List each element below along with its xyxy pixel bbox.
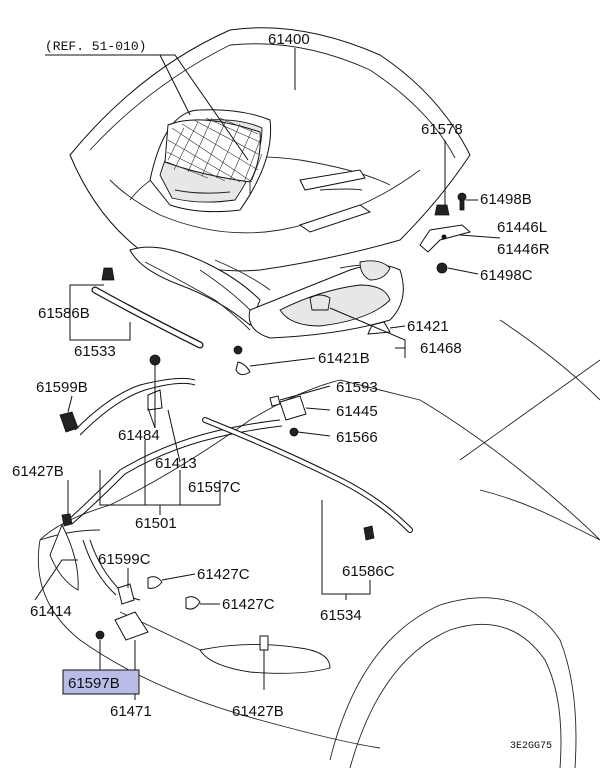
- seal-61534: [202, 417, 413, 533]
- label-61446l: 61446L: [497, 219, 547, 236]
- label-61471: 61471: [110, 703, 152, 720]
- label-61597b[interactable]: 61597B: [68, 675, 120, 692]
- clip-61586c: [363, 525, 375, 541]
- label-61498b: 61498B: [480, 191, 532, 208]
- clip-61427b-left: [61, 513, 73, 527]
- label-61578: 61578: [421, 121, 463, 138]
- label-61413: 61413: [155, 455, 197, 472]
- release-cable-61501: [67, 377, 283, 601]
- hood-bumper-61578: [434, 204, 450, 216]
- label-61501: 61501: [135, 515, 177, 532]
- leader-lines: [34, 48, 501, 700]
- label-61427b-bottom: 61427B: [232, 703, 284, 720]
- label-61484: 61484: [118, 427, 160, 444]
- clip-61427c-upper: [147, 576, 163, 589]
- label-61414: 61414: [30, 603, 72, 620]
- label-61534: 61534: [320, 607, 362, 624]
- part-labels: (REF. 51-010) 61400 61578 61498B 61446L …: [12, 31, 552, 752]
- highlighted-part-61597b[interactable]: 61597B: [62, 669, 140, 695]
- label-61599b: 61599B: [36, 379, 88, 396]
- label-61498c: 61498C: [480, 267, 533, 284]
- label-61533: 61533: [74, 343, 116, 360]
- weatherstrip-61533: [91, 286, 204, 349]
- clip-61586b: [101, 267, 115, 281]
- label-61446r: 61446R: [497, 241, 550, 258]
- clip-61427b-bottom: [259, 635, 269, 651]
- hood-panel: [69, 27, 471, 339]
- hood-latch-61445: [269, 395, 307, 437]
- hood-hinge-61446: [419, 224, 472, 253]
- label-61586c: 61586C: [342, 563, 395, 580]
- label-61427c-upper: 61427C: [197, 566, 250, 583]
- label-61593: 61593: [336, 379, 378, 396]
- hood-mesh-grille: [164, 117, 263, 183]
- clip-61599b: [59, 411, 79, 433]
- label-61566: 61566: [336, 429, 378, 446]
- figure-code: 3E2GG75: [510, 741, 552, 752]
- label-61468: 61468: [420, 340, 462, 357]
- label-61400: 61400: [268, 31, 310, 48]
- car-body-outline: [37, 319, 601, 768]
- label-61421: 61421: [407, 318, 449, 335]
- bolt-61498b: [457, 192, 467, 211]
- bolt-61498c: [436, 262, 448, 274]
- label-61427b-left: 61427B: [12, 463, 64, 480]
- ref-note: (REF. 51-010): [45, 39, 146, 54]
- label-61597c: 61597C: [188, 479, 241, 496]
- clip-61599c: [117, 583, 135, 605]
- label-61427c-lower: 61427C: [222, 596, 275, 613]
- release-handle-61471: [95, 611, 149, 641]
- hood-bumper-61421b: [233, 345, 251, 376]
- label-61586b: 61586B: [38, 305, 90, 322]
- clip-61427c-lower: [185, 596, 201, 610]
- label-61445: 61445: [336, 403, 378, 420]
- label-61599c: 61599C: [98, 551, 151, 568]
- label-61421b: 61421B: [318, 350, 370, 367]
